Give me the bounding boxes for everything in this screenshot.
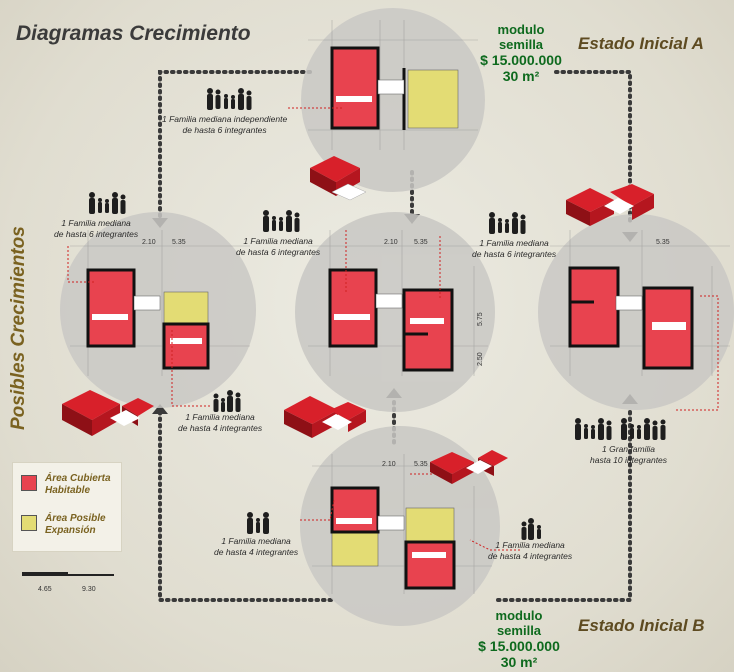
legend: Área Cubierta Habitable Área Posible Exp… [12, 462, 122, 552]
legend-item-expansion: Área Posible Expansión [21, 513, 106, 537]
state-a-title: Estado Inicial A [578, 34, 704, 53]
people-icons [89, 88, 666, 540]
people-center-right [489, 212, 526, 234]
caption-center-right: 1 Familia mediana de hasta 6 integrantes [472, 238, 557, 259]
plan-top [308, 20, 478, 150]
scale-label-b: 9.30 [82, 586, 96, 593]
svg-text:5.35: 5.35 [172, 239, 186, 246]
caption-center-left: 1 Familia mediana de hasta 6 integrantes [236, 236, 321, 257]
caption-top: 1 Familia mediana independiente de hasta… [162, 114, 288, 135]
people-center-left [263, 210, 300, 232]
legend-swatch-covered [21, 475, 37, 491]
plan-halos [60, 8, 734, 626]
state-b-title: Estado Inicial B [578, 616, 705, 635]
people-right [575, 418, 666, 440]
svg-text:5.35: 5.35 [656, 239, 670, 246]
people-left-bottom [213, 390, 241, 412]
legend-label-covered: Área Cubierta Habitable [45, 473, 111, 496]
svg-text:2.10: 2.10 [382, 461, 396, 468]
scale-label-a: 4.65 [38, 586, 52, 593]
scale-segment-1 [22, 572, 68, 576]
roof-sketch-left [62, 390, 154, 436]
leader-lines [67, 107, 719, 551]
seed-b-price: $ 15.000.000 [478, 638, 560, 654]
seed-module-b: modulo semilla $ 15.000.000 30 m² [474, 608, 564, 670]
legend-label-expansion: Área Posible Expansión [45, 513, 106, 536]
caption-bottom-left: 1 Familia mediana de hasta 4 integrantes [214, 536, 299, 557]
caption-bottom-right: 1 Familia mediana de hasta 4 integrantes [488, 540, 573, 561]
page-title: Diagramas Crecimiento [16, 22, 251, 45]
roof-sketch-top [310, 156, 367, 201]
legend-item-covered: Área Cubierta Habitable [21, 473, 111, 497]
svg-text:5.35: 5.35 [414, 461, 428, 468]
side-title: Posibles Crecimientos [8, 226, 29, 430]
roof-sketch-center [284, 396, 366, 438]
people-bottom-right [521, 518, 541, 540]
seed-b-label: modulo semilla [495, 608, 543, 638]
svg-text:2.50: 2.50 [477, 352, 484, 366]
caption-right: 1 Gran familia hasta 10 integrantes [590, 444, 668, 465]
plan-left: 2.10 5.35 [70, 230, 250, 376]
svg-text:5.75: 5.75 [477, 312, 484, 326]
plan-right: 5.35 [550, 230, 730, 376]
svg-text:2.10: 2.10 [142, 239, 156, 246]
plan-center: 2.10 5.35 5.75 2.50 [308, 230, 488, 376]
legend-swatch-expansion [21, 515, 37, 531]
seed-a-price: $ 15.000.000 [480, 52, 562, 68]
roof-sketch-bottom [430, 450, 508, 484]
caption-left-bottom: 1 Familia mediana de hasta 4 integrantes [178, 412, 263, 433]
people-left-top [89, 192, 126, 214]
seed-b-area: 30 m² [500, 654, 538, 670]
caption-left-top: 1 Familia mediana de hasta 6 integrantes [54, 218, 139, 239]
seed-a-label: modulo semilla [497, 22, 545, 52]
roof-sketch-right [566, 184, 654, 226]
seed-a-area: 30 m² [502, 68, 540, 84]
people-bottom-left [247, 512, 269, 534]
svg-text:5.35: 5.35 [414, 239, 428, 246]
people-top [207, 88, 252, 110]
plan-bottom: 2.10 5.35 [312, 454, 492, 594]
seed-module-a: modulo semilla $ 15.000.000 30 m² [478, 22, 564, 84]
scale-segment-2 [68, 574, 114, 576]
svg-text:2.10: 2.10 [384, 239, 398, 246]
